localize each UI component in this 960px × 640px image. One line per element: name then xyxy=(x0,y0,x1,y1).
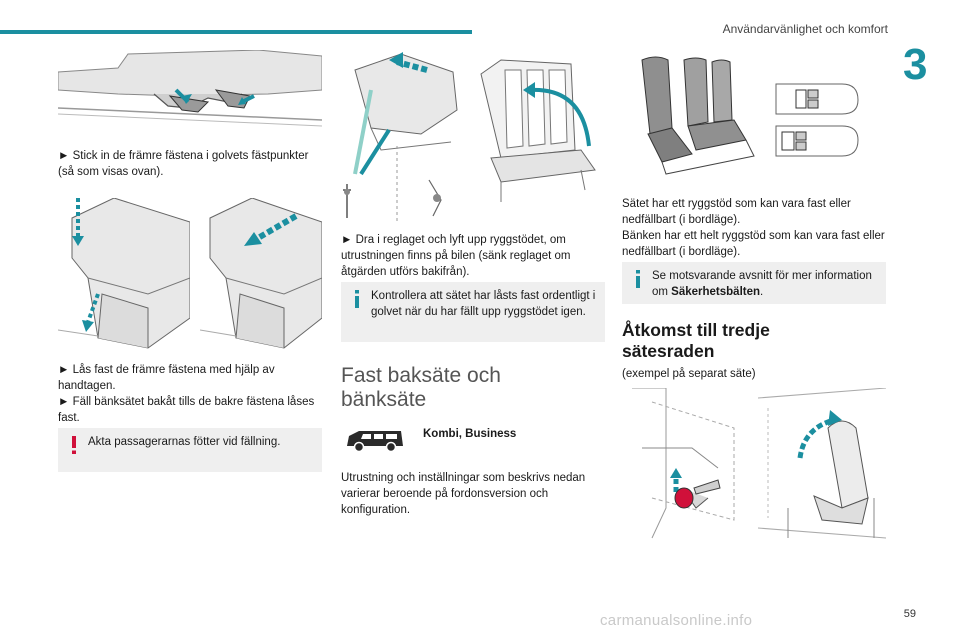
illustration-lock-handles xyxy=(58,198,190,356)
warning-text: Akta passagerarnas fötter vid fällning. xyxy=(88,436,281,448)
text-bench-backrest: Bänken har ett helt ryggstöd som kan var… xyxy=(622,230,885,258)
illustration-release-backrest xyxy=(341,50,463,222)
illustration-layout-diagram xyxy=(772,78,862,162)
info-icon xyxy=(355,290,359,308)
page-number: 59 xyxy=(903,608,916,620)
step-release-backrest: ► Dra i reglaget och lyft upp ryggstödet… xyxy=(341,234,571,278)
info-text-prefix: Se motsvarande avsnitt för mer informati… xyxy=(652,270,872,298)
step-insert-fixings: ► Stick in de främre fästena i golvets f… xyxy=(58,150,309,178)
text-seat-backrest: Sätet har ett ryggstöd som kan vara fast… xyxy=(622,198,851,226)
warning-icon xyxy=(72,436,76,454)
warning-box: Akta passagerarnas fötter vid fällning. xyxy=(58,428,322,472)
illustration-fold-bench xyxy=(200,198,322,356)
info-icon xyxy=(636,270,640,288)
section-title: Användarvänlighet och komfort xyxy=(722,22,888,36)
info-text-backrest: Kontrollera att sätet har låsts fast ord… xyxy=(371,290,596,318)
watermark: carmanualsonline.info xyxy=(600,612,753,629)
illustration-seat-bench xyxy=(622,50,762,178)
step-fold-bench: ► Fäll bänksätet bakåt tills de bakre fä… xyxy=(58,396,315,424)
illustration-front-fixings xyxy=(58,50,322,134)
illustration-raise-backrest xyxy=(471,50,605,222)
example-caption: (exempel på separat säte) xyxy=(622,368,756,380)
info-box-backrest: Kontrollera att sätet har låsts fast ord… xyxy=(341,282,605,342)
van-icon xyxy=(345,428,405,454)
info-text-suffix: . xyxy=(760,286,764,298)
seatbelts-link[interactable]: Säkerhetsbälten xyxy=(671,286,761,298)
header-accent-bar xyxy=(0,30,472,34)
illustration-seat-lever xyxy=(622,388,746,552)
intro-text-equipment: Utrustning och inställningar som beskriv… xyxy=(341,472,586,516)
chapter-number: 3 xyxy=(903,40,928,89)
illustration-tip-seat xyxy=(758,388,886,552)
step-lock-handles: ► Lås fast de främre fästena med hjälp a… xyxy=(58,364,275,392)
versions-label: Kombi, Business xyxy=(423,428,517,440)
heading-third-row-access: Åtkomst till tredje sätesraden xyxy=(622,320,770,361)
info-box-seatbelts: Se motsvarande avsnitt för mer informati… xyxy=(622,262,886,304)
heading-fixed-rear-seat: Fast baksäte och bänksäte xyxy=(341,364,501,411)
